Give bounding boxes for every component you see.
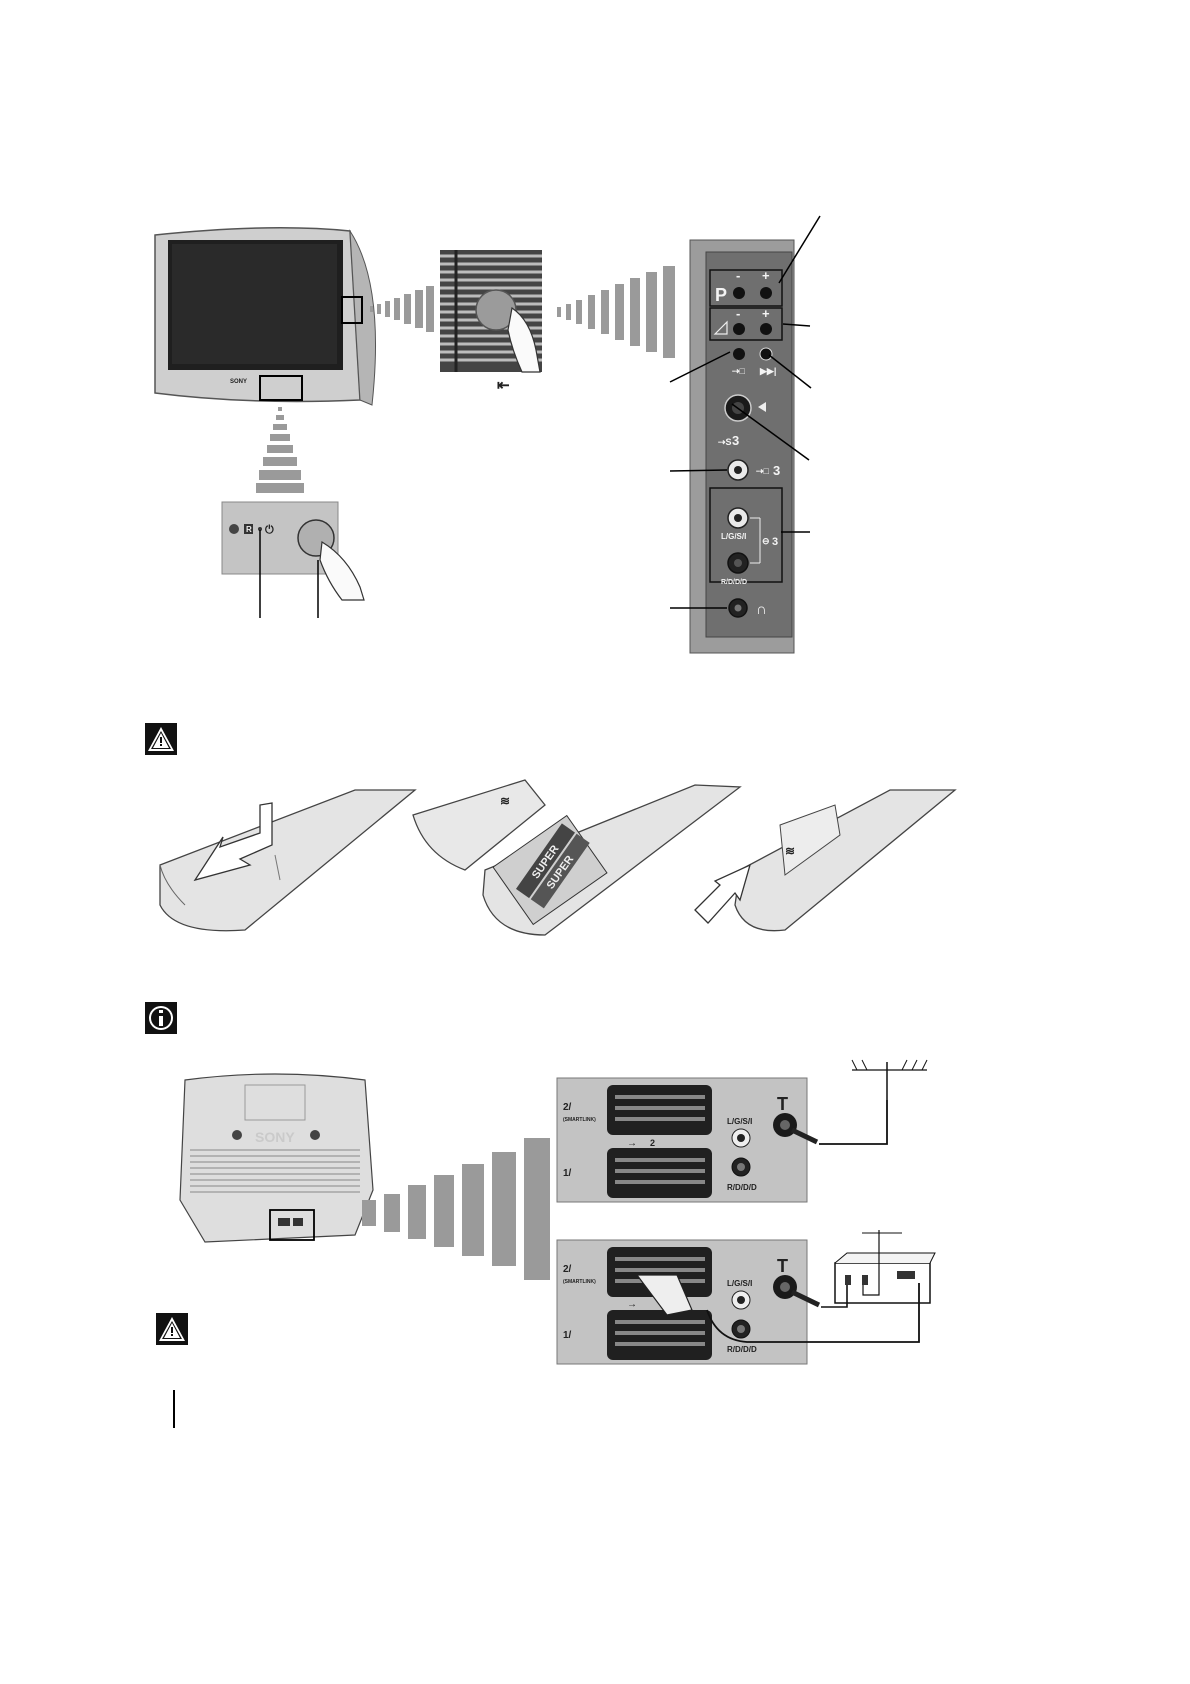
warning-triangle-icon <box>145 723 177 755</box>
front-audio-right: R/D/D/D <box>721 579 747 586</box>
rear1-audio-right: R/D/D/D <box>727 1183 757 1192</box>
tv-front-illustration: SONY <box>154 227 377 406</box>
rear2-smartlink-label: (SMARTLINK) <box>563 1279 596 1285</box>
svg-text:⇢S: ⇢S <box>718 437 732 447</box>
rear2-audio-left: L/G/S/I <box>727 1279 752 1288</box>
rear2-scart2-label: 2/ <box>563 1264 572 1275</box>
svg-text:⏻: ⏻ <box>265 523 274 536</box>
rear1-scart2-label: 2/ <box>563 1102 572 1113</box>
zoom-beam-door <box>370 286 434 332</box>
panel-leader-lines <box>669 215 821 609</box>
tv-front-brand: SONY <box>230 379 247 385</box>
video-label: 3 <box>773 463 780 478</box>
zoom-beam-panel <box>557 266 675 358</box>
zoom-beam-rear <box>362 1138 550 1280</box>
rear-panel-antenna: 2/ (SMARTLINK) 1/ → 2 L/G/S/I R/D/D/D T <box>556 1059 928 1203</box>
power-leader-lines <box>259 530 319 618</box>
svideo-label: 3 <box>732 433 739 448</box>
rear-panel-vcr: 2/ (SMARTLINK) 1/ → L/G/S/I R/D/D/D T <box>556 1230 936 1365</box>
rear2-antenna-symbol: T <box>777 1256 788 1276</box>
audio-label: 3 <box>772 536 778 548</box>
tv-rear-brand: SONY <box>255 1129 295 1145</box>
remote-step-close: ≋ <box>694 789 957 932</box>
svg-text:⇢□: ⇢□ <box>756 466 770 476</box>
remote-step-battery: ≋ SUPER SUPER <box>412 779 742 936</box>
warning-triangle-icon-2 <box>156 1313 188 1345</box>
rear1-antenna-symbol: T <box>777 1094 788 1114</box>
rear2-scart1-label: 1/ <box>563 1330 572 1341</box>
tv-rear-illustration: SONY <box>179 1073 374 1243</box>
info-icon <box>145 1002 177 1034</box>
rear1-arrow-label: 2 <box>650 1138 655 1148</box>
power-panel-closeup: R ⏻ <box>221 501 365 601</box>
vol-plus-label: + <box>762 306 770 321</box>
prog-minus-label: - <box>736 268 740 283</box>
page-margin-rule <box>173 1390 175 1428</box>
door-closeup <box>440 250 542 373</box>
svg-text:⊖: ⊖ <box>762 536 770 546</box>
prog-plus-label: + <box>762 268 770 283</box>
rear2-audio-right: R/D/D/D <box>727 1345 757 1354</box>
svg-text:∩: ∩ <box>756 601 767 618</box>
svg-text:→: → <box>627 1138 637 1149</box>
svg-text:→: → <box>627 1299 637 1310</box>
remote-step-open <box>159 789 417 932</box>
front-audio-left: L/G/S/I <box>721 532 746 541</box>
rear1-scart1-label: 1/ <box>563 1168 572 1179</box>
program-symbol: P <box>715 285 727 305</box>
svg-text:⇢□: ⇢□ <box>732 366 746 376</box>
svg-text:≋: ≋ <box>785 844 795 858</box>
svg-text:▶▶|: ▶▶| <box>759 366 776 376</box>
rear1-smartlink-label: (SMARTLINK) <box>563 1117 596 1123</box>
svg-text:≋: ≋ <box>500 794 510 808</box>
rear1-audio-left: L/G/S/I <box>727 1117 752 1126</box>
side-control-panel: P - + - + ⇢□ ▶▶| 3 ⇢S ⇢□ 3 L/G/S/I ⊖ 3 R… <box>689 239 795 654</box>
vol-minus-label: - <box>736 306 740 321</box>
open-door-symbol: ⇤ <box>497 377 510 394</box>
zoom-beam-power <box>256 407 304 493</box>
svg-text:R: R <box>246 525 252 534</box>
